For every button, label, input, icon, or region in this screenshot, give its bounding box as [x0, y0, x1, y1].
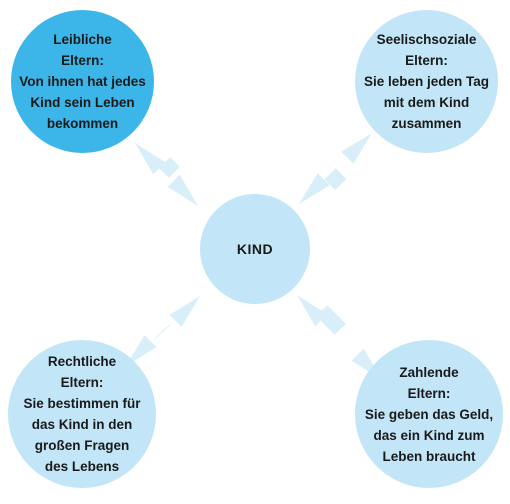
arrow-bottom-right: [297, 295, 382, 380]
node-text: das Kind in den: [31, 417, 133, 432]
node-text: Sie geben das Geld,: [364, 406, 494, 422]
node-title: Eltern:: [61, 53, 104, 68]
arrow-head: [126, 335, 157, 366]
node-zahlende-eltern: Zahlende Eltern: Sie geben das Geld, das…: [355, 340, 503, 488]
arrow-head: [341, 133, 372, 164]
node-title: Seelischsoziale: [376, 32, 477, 47]
node-text: Von ihnen hat jedes: [19, 74, 146, 89]
center-label: KIND: [236, 240, 274, 257]
arrow-bottom-left: [126, 296, 200, 366]
node-leibliche-eltern: Leibliche Eltern: Von ihnen hat jedes Ki…: [11, 10, 154, 153]
node-title: Eltern:: [407, 385, 451, 401]
arrow-head: [299, 173, 330, 204]
arrow-head: [135, 143, 166, 175]
node-text: Leben braucht: [382, 448, 476, 464]
node-kind: KIND: [200, 194, 310, 304]
node-text: des Lebens: [44, 459, 120, 474]
arrow-shaft: [324, 168, 347, 190]
node-text: Kind sein Leben: [30, 95, 135, 110]
arrow-top-left: [135, 143, 198, 206]
node-text: Sie leben jeden Tag: [363, 74, 490, 89]
node-text: mit dem Kind: [383, 95, 470, 110]
node-title: Rechtliche: [47, 354, 117, 369]
node-title: Eltern:: [405, 53, 448, 68]
node-text: das ein Kind zum: [373, 427, 485, 443]
arrow-head: [167, 174, 198, 206]
arrow-shaft: [151, 320, 175, 342]
node-text: bekommen: [46, 116, 119, 131]
node-title: Leibliche: [53, 32, 112, 47]
node-text: Sie bestimmen für: [23, 396, 141, 411]
node-text: großen Fragen: [34, 438, 130, 453]
arrow-top-right: [299, 133, 372, 204]
node-title: Zahlende: [399, 364, 459, 380]
arrow-head: [169, 296, 200, 327]
arrow-shaft: [159, 157, 180, 178]
arrow-shaft: [316, 305, 346, 335]
node-text: zusammen: [391, 116, 462, 131]
node-title: Eltern:: [60, 375, 104, 390]
node-seelischsoziale-eltern: Seelischsoziale Eltern: Sie leben jeden …: [355, 10, 498, 153]
node-rechtliche-eltern: Rechtliche Eltern: Sie bestimmen für das…: [8, 340, 156, 488]
